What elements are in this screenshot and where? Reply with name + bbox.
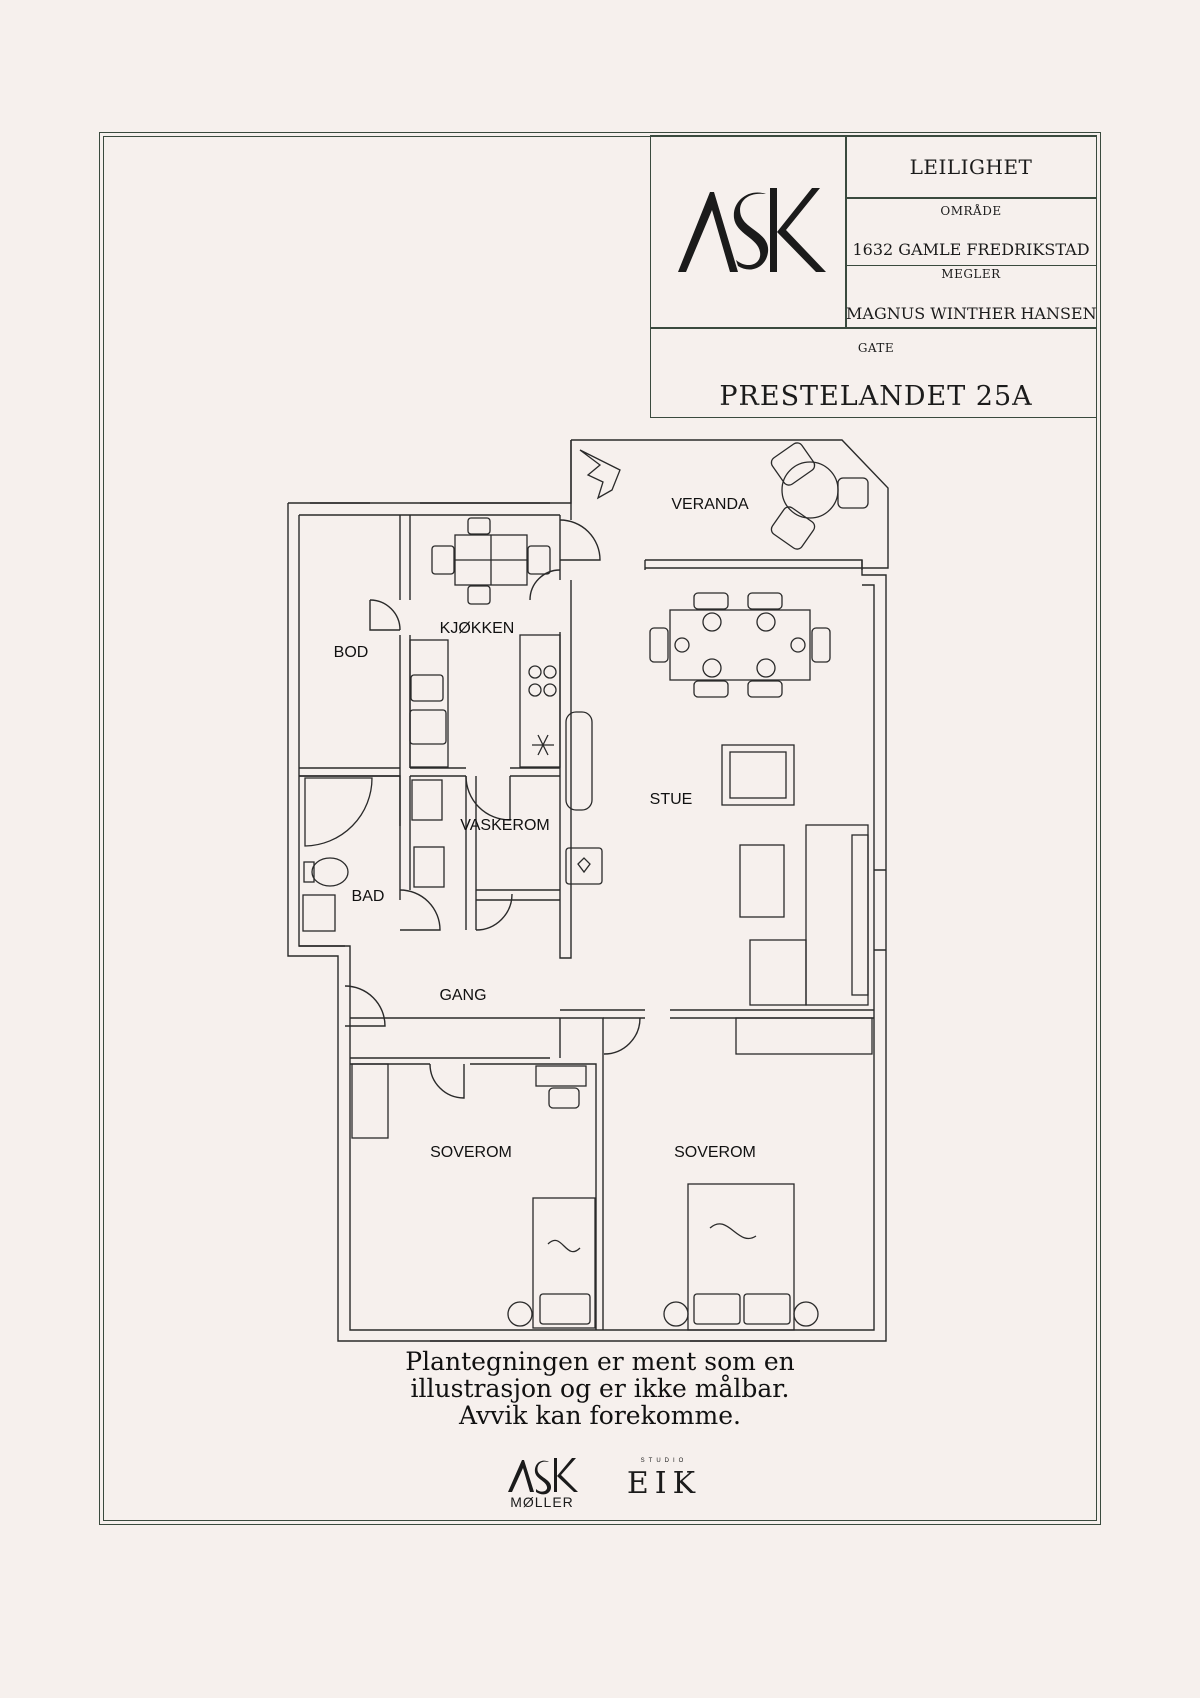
area-heading: OMRÅDE	[940, 204, 1002, 218]
disclaimer-line: illustrasjon og er ikke målbar.	[410, 1374, 790, 1403]
room-label-veranda: VERANDA	[671, 496, 749, 513]
studio-eik-small: STUDIO	[640, 1458, 688, 1464]
bedroom-2-furniture	[663, 1017, 873, 1331]
page-frame-outer	[99, 132, 1101, 1525]
title-block-divider	[845, 135, 847, 328]
ask-moller-sub: MØLLER	[510, 1494, 574, 1510]
ask-moller-logo: MØLLER	[506, 1456, 578, 1512]
bathroom-fixtures	[302, 777, 445, 932]
room-label-bedroom-1: SOVEROM	[430, 1144, 512, 1161]
studio-eik-big: EIK	[626, 1466, 702, 1501]
bedroom-1-furniture	[351, 1063, 596, 1329]
kitchen-furniture	[409, 517, 593, 811]
room-label-bathroom: BAD	[352, 888, 385, 905]
title-block	[650, 135, 1097, 418]
disclaimer: Plantegningen er ment som en illustrasjo…	[0, 1348, 1200, 1429]
area-value: 1632 GAMLE FREDRIKSTAD	[852, 240, 1090, 259]
broker-heading: MEGLER	[941, 267, 1001, 281]
title-block-divider	[650, 327, 1097, 329]
disclaimer-line: Plantegningen er ment som en	[405, 1347, 795, 1376]
ask-moller-mark	[508, 1458, 578, 1495]
broker-value: MAGNUS WINTHER HANSEN	[846, 304, 1097, 323]
veranda-furniture	[579, 442, 869, 550]
title-block-divider	[845, 197, 1097, 199]
apartment-type: LEILIGHET	[909, 155, 1033, 179]
room-label-laundry: VASKEROM	[460, 817, 550, 834]
disclaimer-line: Avvik kan forekomme.	[459, 1401, 741, 1430]
veranda-outline	[571, 439, 889, 569]
studio-eik-logo: STUDIO EIK	[624, 1458, 704, 1508]
street-value: PRESTELANDET 25A	[719, 381, 1033, 412]
title-block-divider	[845, 265, 1097, 266]
room-label-hallway: GANG	[439, 987, 486, 1004]
room-label-bedroom-2: SOVEROM	[674, 1144, 756, 1161]
ask-logo	[678, 188, 826, 272]
room-label-storage: BOD	[334, 644, 369, 661]
page-frame-inner	[103, 136, 1097, 1521]
room-label-living: STUE	[650, 791, 693, 808]
living-furniture	[565, 592, 869, 1006]
street-heading: GATE	[857, 341, 895, 355]
room-label-kitchen: KJØKKEN	[440, 620, 515, 637]
